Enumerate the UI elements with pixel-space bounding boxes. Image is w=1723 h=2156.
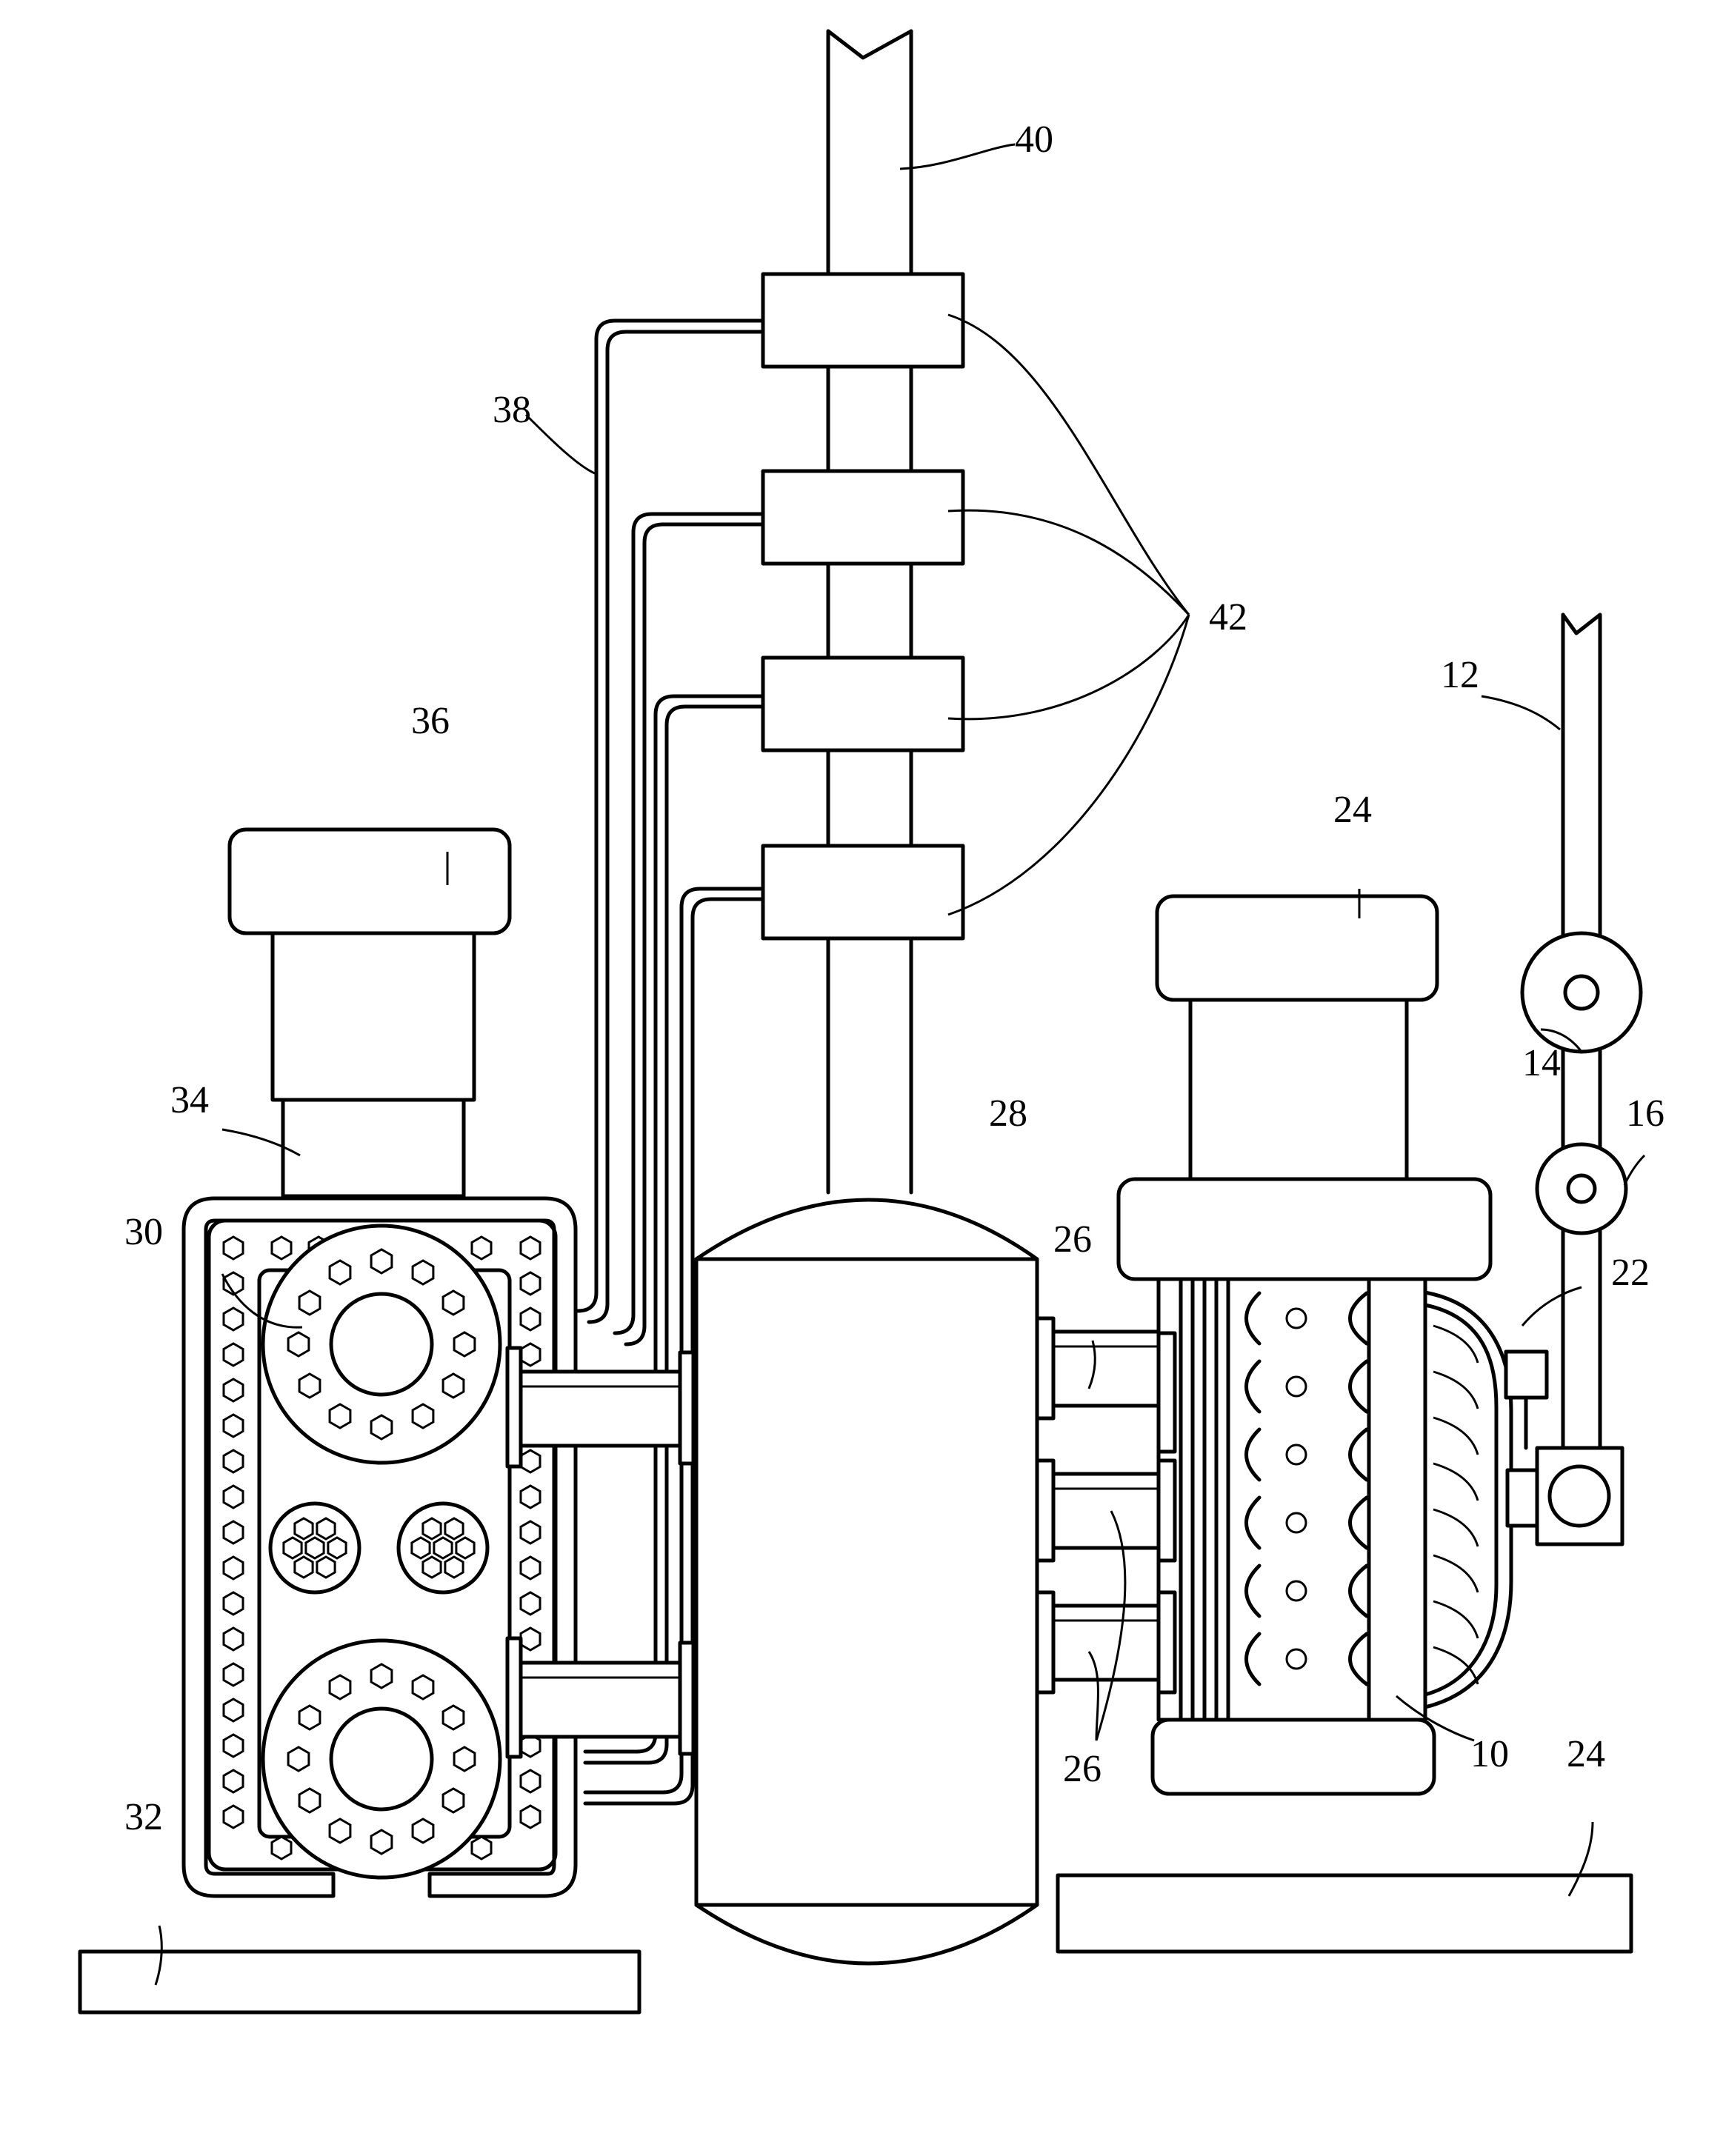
left-cluster-right — [399, 1503, 487, 1592]
label-10: 10 — [1470, 1733, 1509, 1775]
label-14: 14 — [1522, 1042, 1561, 1084]
label-16: 16 — [1626, 1092, 1664, 1135]
label-24-bottom: 24 — [1567, 1733, 1605, 1775]
gauge-16 — [1537, 1144, 1626, 1233]
label-42: 42 — [1209, 596, 1247, 638]
label-34: 34 — [170, 1079, 209, 1121]
leader-lines-42 — [948, 315, 1189, 915]
label-26-bottom: 26 — [1063, 1748, 1102, 1790]
gauge-14 — [1522, 933, 1641, 1052]
sensor-boxes — [763, 274, 963, 938]
label-32: 32 — [124, 1796, 163, 1838]
label-28: 28 — [989, 1092, 1027, 1135]
turbine-fan — [1425, 1292, 1511, 1707]
left-cluster-left — [270, 1503, 359, 1592]
base-left — [80, 1952, 639, 2012]
label-24-top: 24 — [1333, 789, 1372, 831]
label-36: 36 — [411, 700, 450, 742]
base-right — [1058, 1875, 1631, 1952]
label-26-top: 26 — [1053, 1218, 1092, 1261]
label-22: 22 — [1611, 1252, 1650, 1294]
right-unit-body — [1153, 1279, 1434, 1794]
exhaust-stack — [828, 31, 911, 1192]
central-tank — [696, 1200, 1037, 1963]
right-upper-assembly — [1119, 896, 1490, 1279]
left-drum-top — [263, 1226, 500, 1463]
right-tubes — [1037, 1318, 1159, 1692]
label-40: 40 — [1015, 119, 1053, 161]
label-12: 12 — [1441, 654, 1479, 696]
label-30: 30 — [124, 1211, 163, 1253]
label-38: 38 — [493, 389, 531, 431]
left-drum-bottom — [263, 1641, 500, 1878]
